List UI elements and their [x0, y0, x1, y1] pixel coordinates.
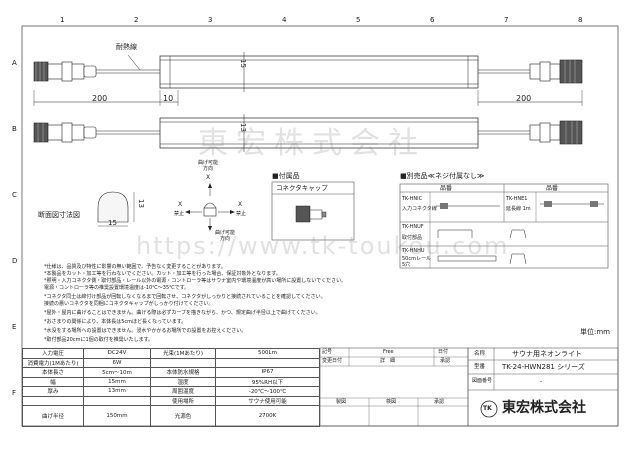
dim-13: 13	[238, 123, 247, 132]
bend-x-right: X	[238, 201, 243, 208]
col-label-2: 2	[134, 16, 139, 24]
connector-right-nut	[559, 59, 583, 84]
row-label-f: F	[12, 389, 17, 397]
dim-200-right: 200	[516, 94, 532, 103]
options-header-left: 品番	[440, 185, 453, 192]
option-item-code: TK-HNE1	[506, 196, 528, 202]
row-label-a: A	[12, 59, 17, 67]
option-item-desc: 延長線 1m	[506, 206, 531, 212]
options-title: ■別売品≪ネジ付属なし≫	[400, 172, 485, 180]
tk-logo-circle	[480, 400, 498, 418]
rev-drawn: 製図	[336, 399, 347, 405]
note-line: 電源・コントローラ等の推奨設置環境温度は-10℃～35℃です。	[44, 285, 190, 291]
middle-neon-drawing	[33, 114, 583, 152]
col-label-3: 3	[208, 16, 213, 24]
neon-body-middle	[159, 117, 479, 149]
col-label-8: 8	[578, 16, 583, 24]
bend-no-right: 禁止	[236, 211, 247, 217]
bend-up-label: 曲げ可能 方向	[198, 160, 219, 172]
option-item-code: TK-HNUF	[402, 224, 424, 230]
rev-symbol: 記号	[322, 349, 333, 355]
options-table	[399, 183, 609, 269]
connector-cap-drawing	[295, 205, 327, 223]
row-label-d: D	[12, 257, 18, 265]
accessory-title: ■付属品	[272, 172, 300, 180]
dim-200-left: 200	[92, 94, 108, 103]
note-line: 接続の悪いコネクタを同梱にコネクタキャップがしっかり付けてください。	[44, 301, 214, 307]
section-width: 15	[108, 219, 117, 227]
tb-drawing-no: -	[540, 378, 543, 385]
col-label-1: 1	[60, 16, 65, 24]
rev-date: 日付	[438, 349, 449, 355]
dim-15: 15	[238, 59, 247, 68]
unit-label: 単位:mm	[580, 328, 610, 336]
accessory-box	[271, 181, 355, 241]
section-height: 13	[136, 199, 145, 208]
rev-change-date: 変更日付	[322, 358, 343, 364]
watermark-url: https://www.tk-toukou.com	[136, 232, 510, 260]
rev-checked: 検図	[386, 399, 397, 405]
option-item-code: TK-HNHU	[402, 248, 425, 254]
tb-company: 東宏株式会社	[502, 400, 586, 416]
bend-x-left: X	[178, 201, 183, 208]
row-label-b: B	[12, 125, 17, 133]
heat-line-label: 耐熱線	[116, 43, 137, 51]
note-line: *本製品をカット・加工等を行わないでください。カット・加工等を行った場合、保証対…	[44, 271, 281, 277]
rev-approve: 承認	[440, 358, 451, 364]
tb-logo: TK	[483, 405, 492, 412]
accessory-cap-label: コネクタキャップ	[276, 184, 328, 192]
col-label-6: 6	[430, 16, 435, 24]
note-line: *コネクタ同士は締付け部品が回転しなくなるまで回転させ、コネクタがしっかりと接続…	[44, 294, 326, 300]
option-item-desc: 取付部品	[402, 235, 423, 241]
top-neon-drawing	[33, 52, 583, 106]
neon-body-top	[159, 55, 479, 89]
spec-row: 消費電力(1Mあたり)6W	[22, 357, 320, 368]
option-item-code: TK-HNIC	[402, 196, 423, 202]
dim-10: 10	[163, 94, 174, 103]
rev-free: Free	[383, 349, 394, 355]
option-item-desc: 50cmレール 5穴	[402, 256, 431, 268]
col-label-7: 7	[504, 16, 509, 24]
note-line: *仕様は、品質及び特性に影響の無い範囲で、予告なく変更することがあります。	[44, 264, 226, 270]
cross-section-figure	[97, 191, 135, 227]
note-line: *照明・入力コネクタ側・取付部品・レール以外の電源・コントローラ等はサウナ室内や…	[44, 278, 347, 284]
tb-model: TK-24-HWN281 シリーズ	[502, 363, 585, 371]
row-label-c: C	[12, 191, 17, 199]
option-item-desc: 入力コネクタ線	[402, 206, 437, 212]
row-label-e: E	[12, 323, 17, 331]
tb-drawing-no-label: 図面番号	[472, 378, 493, 384]
watermark-company: 東宏株式会社	[198, 126, 426, 161]
note-line: *水没をする場所への設置はできません。浸水やかかるお場所での設置をお控えください…	[44, 328, 247, 334]
bend-direction-figure	[185, 183, 235, 231]
bend-x-top: X	[206, 174, 211, 181]
rev-approved: 承認	[434, 399, 445, 405]
note-line: *おさまりの関係により、本体長は5cmほど長くなっています。	[44, 319, 187, 325]
bend-no-left: 禁止	[174, 211, 185, 217]
bend-down-label: 曲げ可能 方向	[215, 230, 236, 242]
col-label-4: 4	[282, 16, 287, 24]
section-title: 断面図寸法図	[38, 211, 80, 219]
col-label-5: 5	[356, 16, 361, 24]
tb-name-label: 名称	[474, 351, 486, 357]
tb-name: サウナ用ネオンライト	[512, 350, 582, 358]
note-line: *取付部品20cmに1個の取付を推奨いたします。	[44, 337, 154, 343]
options-header-right: 品番	[546, 185, 559, 192]
spec-row: 使用場所サウナ使用可能	[22, 395, 320, 406]
note-line: *屋外・屋内に曲げることはできません。曲げる際は必ずカーブを描きながら、かつ、規…	[44, 310, 321, 316]
rev-detail: 詳 細	[380, 358, 396, 364]
tb-model-label: 型番	[474, 364, 486, 370]
